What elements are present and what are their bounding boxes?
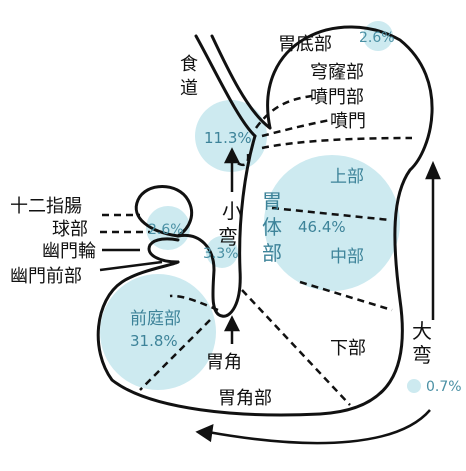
body-label-1: 胃	[262, 189, 282, 213]
cardiac-region-label: 噴門部	[310, 87, 364, 108]
angle-region-label: 胃角部	[218, 388, 272, 409]
body-label-3: 部	[262, 241, 282, 265]
antrum-percent: 31.8%	[130, 332, 178, 350]
cardia-percent: 11.3%	[204, 129, 252, 147]
body-bubble	[264, 155, 400, 291]
greater-curvature-label-1: 大	[412, 319, 432, 343]
bulb-percent: 2.6%	[148, 222, 184, 238]
duodenum-label: 十二指腸	[10, 196, 82, 217]
antrum-label: 前庭部	[130, 309, 181, 329]
lower-label: 下部	[330, 338, 366, 359]
esophagus-label-1: 食	[180, 54, 198, 75]
greater-curvature-bubble	[407, 379, 421, 393]
pyloric-antrum-label: 幽門前部	[10, 266, 82, 287]
dome-label: 穹窿部	[310, 62, 364, 83]
pyloric-ring-label: 幽門輪	[42, 241, 96, 262]
greater-curvature-label-2: 弯	[412, 343, 432, 367]
angle-label: 胃角	[206, 352, 242, 373]
lesser-curvature-label-1: 小	[222, 199, 242, 223]
body-label-2: 体	[262, 215, 282, 239]
esophagus-label-2: 道	[180, 78, 198, 99]
body-percent: 46.4%	[298, 218, 346, 236]
region-dividers	[100, 94, 413, 406]
bulb-label: 球部	[52, 219, 88, 240]
lesser-curvature-percent: 3.3%	[203, 246, 239, 262]
stomach-outline	[96, 25, 434, 417]
upper-label: 上部	[330, 167, 364, 187]
pointer-lines	[99, 248, 163, 272]
fundus-percent: 2.6%	[359, 30, 395, 46]
middle-label: 中部	[330, 247, 364, 267]
arrows	[195, 147, 441, 445]
lesser-curvature-label-2: 弯	[218, 225, 238, 249]
fundus-label: 胃底部	[278, 34, 332, 55]
cardia-label: 噴門	[330, 111, 366, 132]
greater-curvature-percent: 0.7%	[426, 379, 462, 395]
antrum-bubble	[100, 274, 216, 390]
